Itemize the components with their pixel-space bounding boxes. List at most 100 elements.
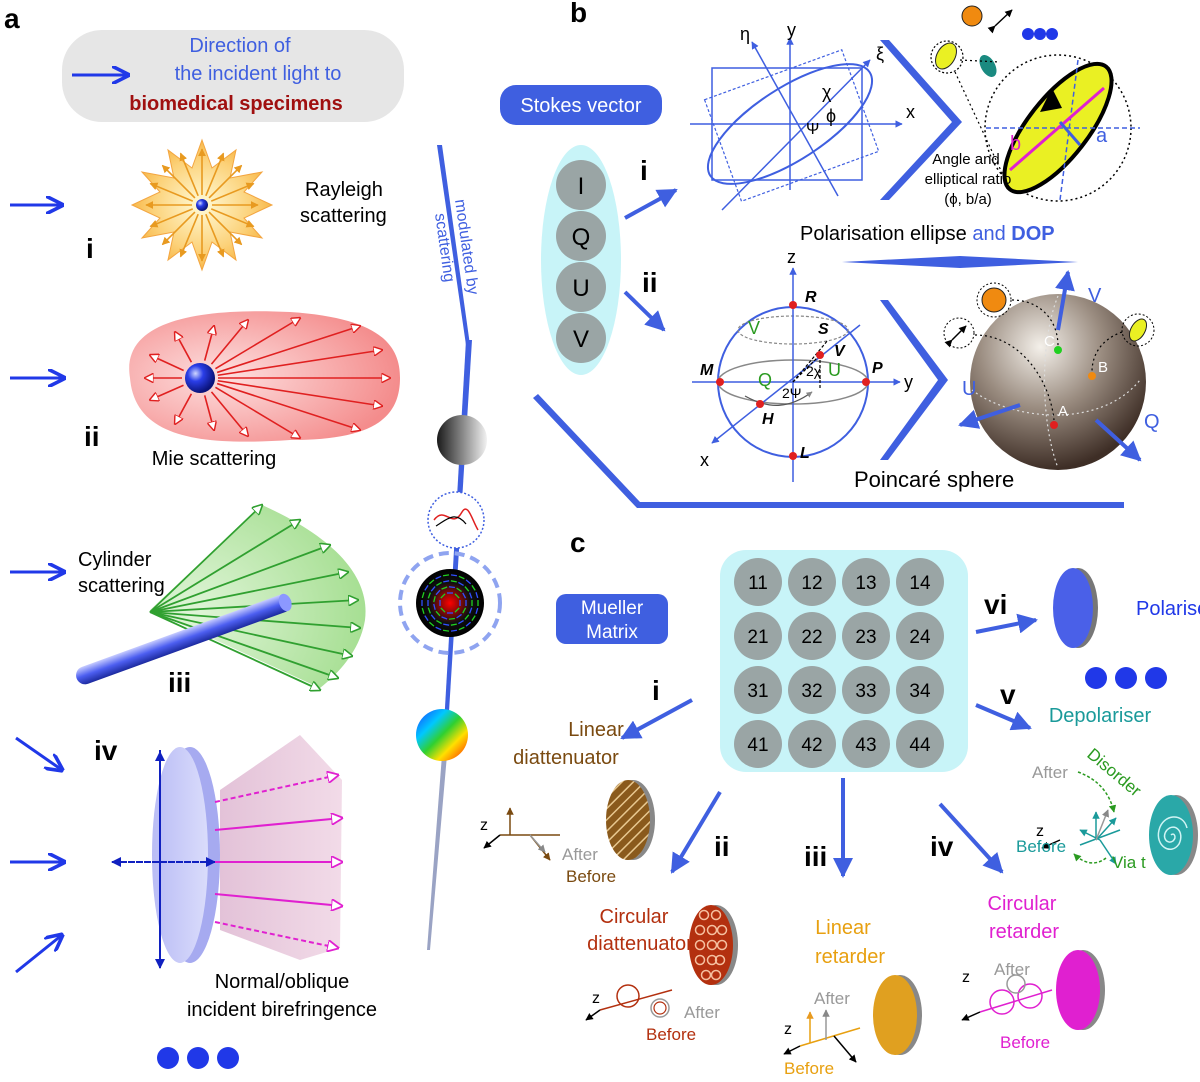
before-label: Before [1000,1033,1050,1052]
rayleigh-particle [196,199,208,211]
polarisation-ellipse-diagram: η y ξ x χ ϕ Ψ [690,20,915,211]
grey-sphere-icon [437,415,487,465]
point-L: L [800,445,810,462]
matrix-cell-value: 14 [909,573,931,594]
scatter-arrow [210,391,248,436]
scatter-arrow [203,326,214,361]
polariser-disk [1053,568,1093,648]
mie-arrows [145,318,390,438]
z-label: z [962,969,970,986]
point-R: R [805,289,817,306]
after-label: After [562,845,598,864]
route-i-numeral: i [640,155,648,186]
circular-retarder-label1: Circular [988,893,1057,915]
vortex-field-icon [416,569,484,637]
numeral-i: i [652,675,660,706]
scatter-arrow [150,355,184,372]
matrix-cell [734,612,782,660]
scatter-arrow [179,213,199,258]
polariser-label: Polariser [1136,598,1200,620]
before-label: Before [566,867,616,886]
scatter-arrow [210,208,255,228]
poincare-label: Poincaré sphere [854,467,1014,492]
panel-a-label: a [4,3,20,34]
angle-label1: Angle and [932,151,1000,168]
route-ii-arrow [623,290,666,332]
matrix-cell-value: 33 [855,681,876,702]
sphere-axis-y: y [904,372,913,392]
axis-xi: ξ [876,44,884,64]
incident-arrow-icon [15,736,62,770]
before-label: Before [784,1059,834,1077]
axis-y: y [787,20,796,40]
matrix-cell-value: 22 [801,627,822,648]
arrow-v [975,703,1032,731]
polariser: Polariser [1053,568,1200,689]
two-chi: 2χ [806,363,822,379]
scatter-arrow [149,572,348,613]
via-t-label: Via t [1112,853,1146,872]
arrow-iv [938,802,1004,874]
scatter-arrow [149,611,352,656]
scatter-arrow [217,379,382,406]
striped-disk [606,780,650,860]
scatter-arrow [149,611,338,678]
matrix-cell-value: 12 [801,573,822,594]
matrix-cell-value: 34 [909,681,931,702]
circular-retarder: Circular retarder z After Before [961,893,1105,1052]
component-U: U [828,360,841,380]
poincare-sphere-diagram: z y x R S V M P H L V Q U 2χ 2Ψ [692,247,913,482]
angle-label3: (ϕ, b/a) [944,191,992,208]
panel-b-label: b [570,0,587,28]
biref-label2: incident birefringence [187,999,377,1021]
mie-scattering: Mie scattering ii [10,311,400,470]
matrix-cell-value: 32 [801,681,822,702]
scatter-arrow [150,384,184,400]
stokes-q: Q [572,224,591,251]
matrix-cell-value: 24 [909,627,931,648]
matrix-cell-value: 42 [801,735,822,756]
stokes-i: I [578,173,585,200]
numeral-iv: iv [930,831,954,862]
depolariser: Depolariser z After Before Disorder Via … [1016,705,1198,875]
circular-diattenuator-label2: diattenuator [587,933,693,955]
before-label: Before [1016,837,1066,856]
linear-retarder-label2: retarder [815,946,885,968]
chevron-arrow-icon [880,300,948,460]
z-label: z [592,990,600,1007]
scatter-arrow [149,182,194,202]
matrix-cell [842,666,890,714]
scatter-arrow [149,208,194,228]
point-V: V [834,343,846,360]
z-label: z [480,817,488,834]
biref-arrows [214,775,342,948]
cylinder-fan [150,505,366,688]
birefringence-arrow [214,921,338,948]
mueller-label2: Matrix [586,622,638,643]
scatter-arrow [175,332,193,363]
matrix-cell [842,720,890,768]
cylinder-numeral: iii [168,667,191,698]
scatter-arrow [210,320,248,365]
matrix-cell [896,720,944,768]
depolariser-label: Depolariser [1049,705,1152,727]
stokes-title: Stokes vector [520,95,642,117]
linear-diattenuator-label2: diattenuator [513,747,619,769]
angle-label2: elliptical ratio [925,171,1012,188]
point-M: M [700,362,714,379]
cylinder-label2: scattering [78,575,165,597]
scatter-arrow [208,164,243,199]
rayleigh-label2: scattering [300,205,387,227]
cylinder-scattering: Cylinder scattering iii [10,505,366,698]
biref-numeral: iv [94,735,118,766]
incident-line3: biomedical specimens [129,93,342,115]
axis-eta: η [740,24,750,44]
matrix-cell-value: 21 [747,627,768,648]
major-axis-a: a [1096,125,1108,147]
mueller-label1: Mueller [581,598,644,619]
mie-lobe [129,311,400,442]
after-label: After [684,1003,720,1022]
angle-phi: ϕ [826,106,836,126]
scatter-arrow [149,611,320,690]
